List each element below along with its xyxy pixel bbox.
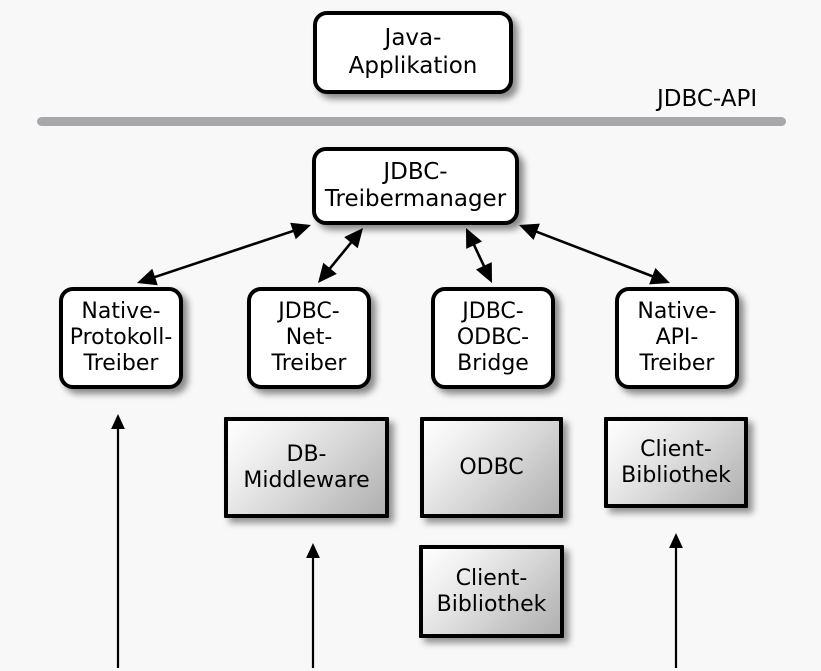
- node-label-db-middleware: DB- Middleware: [243, 441, 370, 493]
- edge-treibermanager-jdbc-net: [318, 228, 363, 283]
- node-client-bibliothek-right: Client- Bibliothek: [604, 417, 748, 508]
- edge-treibermanager-native-api-arrowhead-start: [519, 223, 540, 240]
- node-label-jdbc-net-treiber: JDBC- Net- Treiber: [271, 299, 347, 376]
- edge-treibermanager-jdbc-net-line: [326, 239, 355, 272]
- edge-treibermanager-jdbc-net-arrowhead-end: [318, 262, 337, 283]
- edge-db-to-client-bibliothek-right-arrowhead-end: [669, 533, 683, 548]
- edge-treibermanager-native-protokoll-arrowhead-start: [290, 222, 311, 240]
- node-label-client-bibliothek-right: Client- Bibliothek: [621, 436, 731, 488]
- node-db-middleware: DB- Middleware: [224, 417, 389, 518]
- node-native-api-treiber: Native- API- Treiber: [615, 287, 739, 389]
- node-java-applikation: Java- Applikation: [313, 11, 513, 94]
- edge-treibermanager-jdbc-odbc-arrowhead-start: [466, 228, 483, 249]
- node-jdbc-odbc-bridge: JDBC- ODBC- Bridge: [431, 287, 555, 389]
- edge-treibermanager-jdbc-odbc-line: [471, 241, 487, 270]
- edge-db-to-db-middleware: [306, 543, 320, 668]
- edge-treibermanager-jdbc-odbc: [466, 228, 492, 283]
- edge-treibermanager-native-api-line: [533, 229, 656, 279]
- node-client-bibliothek-center: Client- Bibliothek: [419, 545, 564, 638]
- edge-treibermanager-native-protokoll-line: [151, 228, 297, 280]
- edge-treibermanager-jdbc-odbc-arrowhead-end: [475, 262, 492, 283]
- edge-treibermanager-native-api-arrowhead-end: [649, 268, 670, 285]
- edge-treibermanager-native-protokoll: [137, 222, 311, 286]
- node-label-client-bibliothek-center: Client- Bibliothek: [436, 565, 547, 617]
- edge-treibermanager-native-protokoll-arrowhead-end: [137, 268, 158, 286]
- node-label-jdbc-treibermanager: JDBC- Treibermanager: [324, 158, 507, 212]
- node-jdbc-treibermanager: JDBC- Treibermanager: [312, 147, 519, 225]
- edge-db-to-db-middleware-arrowhead-end: [306, 543, 320, 558]
- edge-treibermanager-jdbc-net-arrowhead-start: [344, 228, 363, 249]
- edge-db-to-native-protokoll-treiber: [111, 414, 125, 668]
- edge-db-to-native-protokoll-treiber-arrowhead-end: [111, 414, 125, 429]
- edge-treibermanager-native-api: [519, 223, 670, 285]
- node-label-odbc: ODBC: [459, 454, 524, 480]
- node-label-java-applikation: Java- Applikation: [348, 25, 478, 79]
- node-native-protokoll-treiber: Native- Protokoll- Treiber: [59, 287, 183, 389]
- jdbc-api-label: JDBC-API: [657, 86, 758, 112]
- jdbc-api-separator-line: [37, 117, 786, 126]
- node-label-native-api-treiber: Native- API- Treiber: [637, 299, 717, 376]
- node-label-native-protokoll-treiber: Native- Protokoll- Treiber: [69, 299, 173, 376]
- node-odbc: ODBC: [420, 417, 563, 518]
- node-label-jdbc-odbc-bridge: JDBC- ODBC- Bridge: [456, 299, 530, 376]
- edge-db-to-client-bibliothek-right: [669, 533, 683, 668]
- node-jdbc-net-treiber: JDBC- Net- Treiber: [247, 287, 371, 389]
